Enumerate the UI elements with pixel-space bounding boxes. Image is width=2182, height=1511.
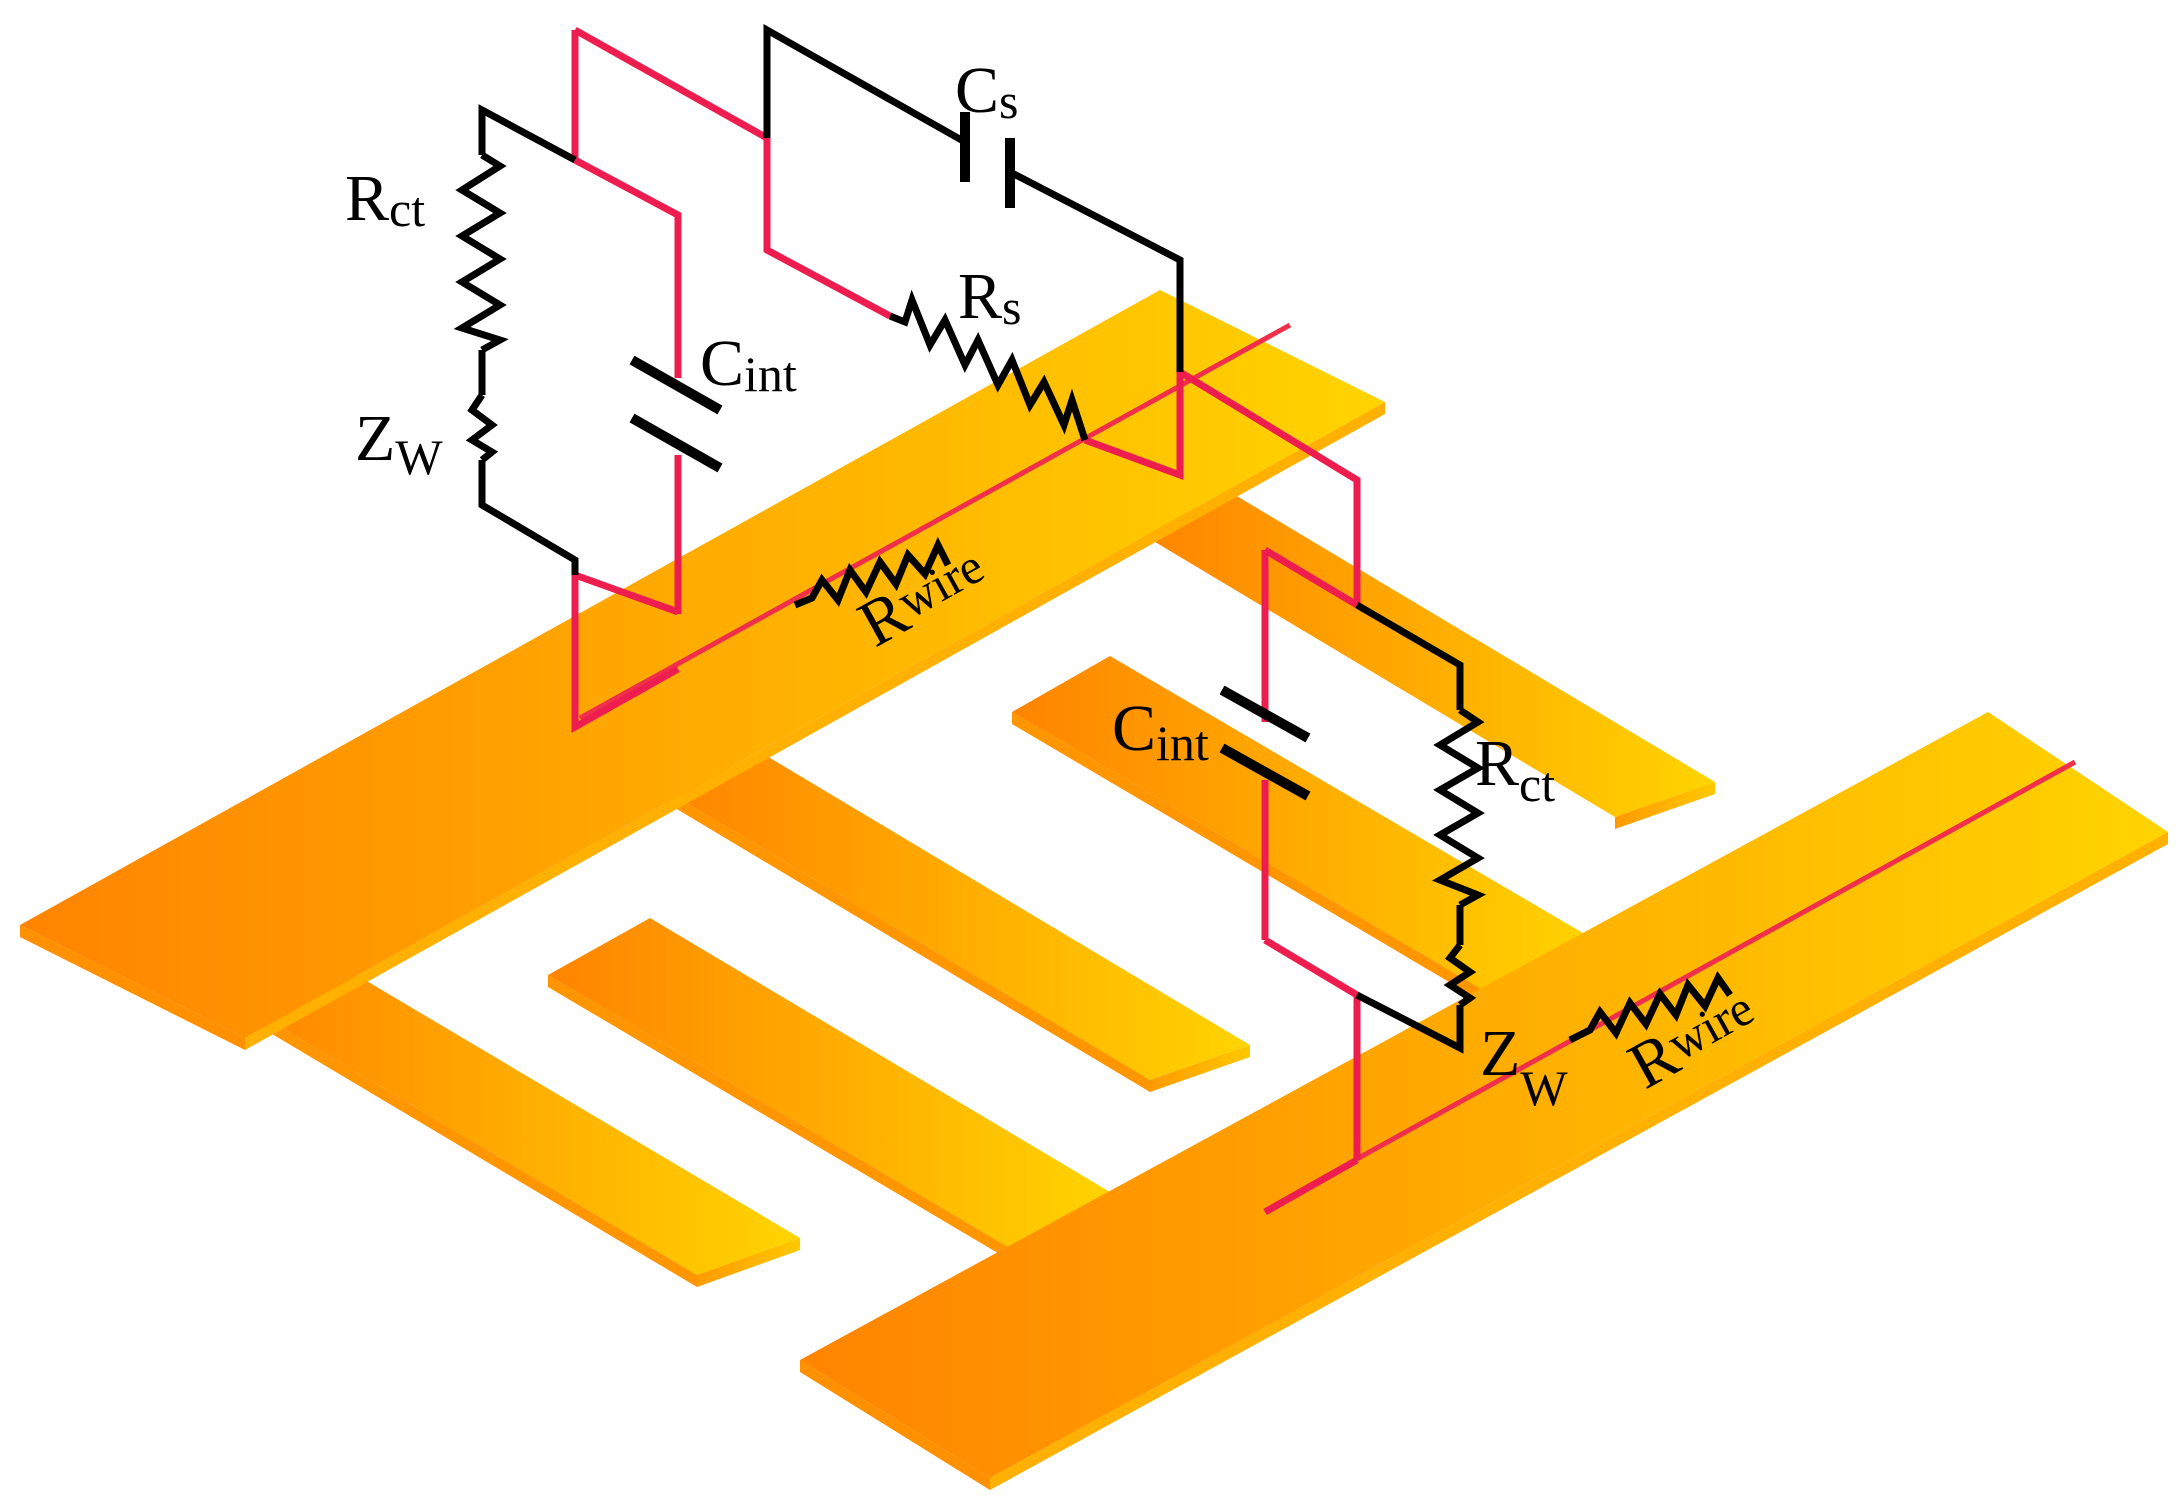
circuit-black-branches: [453, 23, 1733, 1054]
left-cint-plate-bottom: [629, 413, 723, 473]
left-bus-bar: [20, 290, 1385, 1050]
right-bus-trace: [1353, 759, 2077, 1163]
left-zw-bottom-wire: [478, 460, 579, 575]
left-finger-2: [665, 755, 1250, 1092]
cs-right-wire: [1008, 168, 1184, 372]
right-rwire-resistor: [1568, 971, 1733, 1044]
right-rct-resistor: [1431, 707, 1487, 909]
left-rct-top-wire: [478, 104, 577, 164]
right-finger-1: [548, 918, 1115, 1262]
left-node-top: [573, 156, 682, 378]
left-bus-trace: [578, 322, 1292, 721]
right-rct-top-wire: [1355, 601, 1464, 710]
left-finger-1: [235, 964, 800, 1287]
left-node-bottom: [571, 575, 680, 733]
electrode-structure: [20, 290, 2168, 1490]
left-rct-resistor: [453, 152, 509, 354]
left-rwire-resistor: [793, 536, 952, 609]
right-finger-2: [1012, 656, 1600, 1012]
label-cint-right: Cint: [1112, 692, 1209, 771]
right-cint-plate-top: [1219, 685, 1311, 743]
cs-left-wire: [763, 23, 967, 146]
label-rct-left: Rct: [345, 162, 425, 237]
right-zw-bottom-wire: [1355, 991, 1464, 1054]
right-zw-element: [1443, 942, 1477, 1008]
label-cint-left: Cint: [700, 327, 797, 402]
label-rs: Rs: [958, 260, 1022, 335]
rs-branch-right: [1083, 372, 1184, 481]
label-cs: Cs: [955, 54, 1019, 129]
left-finger-3: [1135, 495, 1715, 829]
left-zw-element: [465, 393, 499, 463]
right-bus-bar: [800, 712, 2168, 1490]
rs-resistor: [888, 289, 1089, 442]
right-cint-plate-bottom: [1219, 743, 1311, 801]
label-zw-left: ZW: [355, 402, 443, 485]
rs-branch-left: [573, 26, 892, 320]
right-node-top: [1178, 369, 1361, 605]
label-rct-right: Rct: [1475, 727, 1555, 812]
label-zw-right: ZW: [1480, 1017, 1568, 1116]
left-cint-plate-top: [629, 355, 723, 415]
